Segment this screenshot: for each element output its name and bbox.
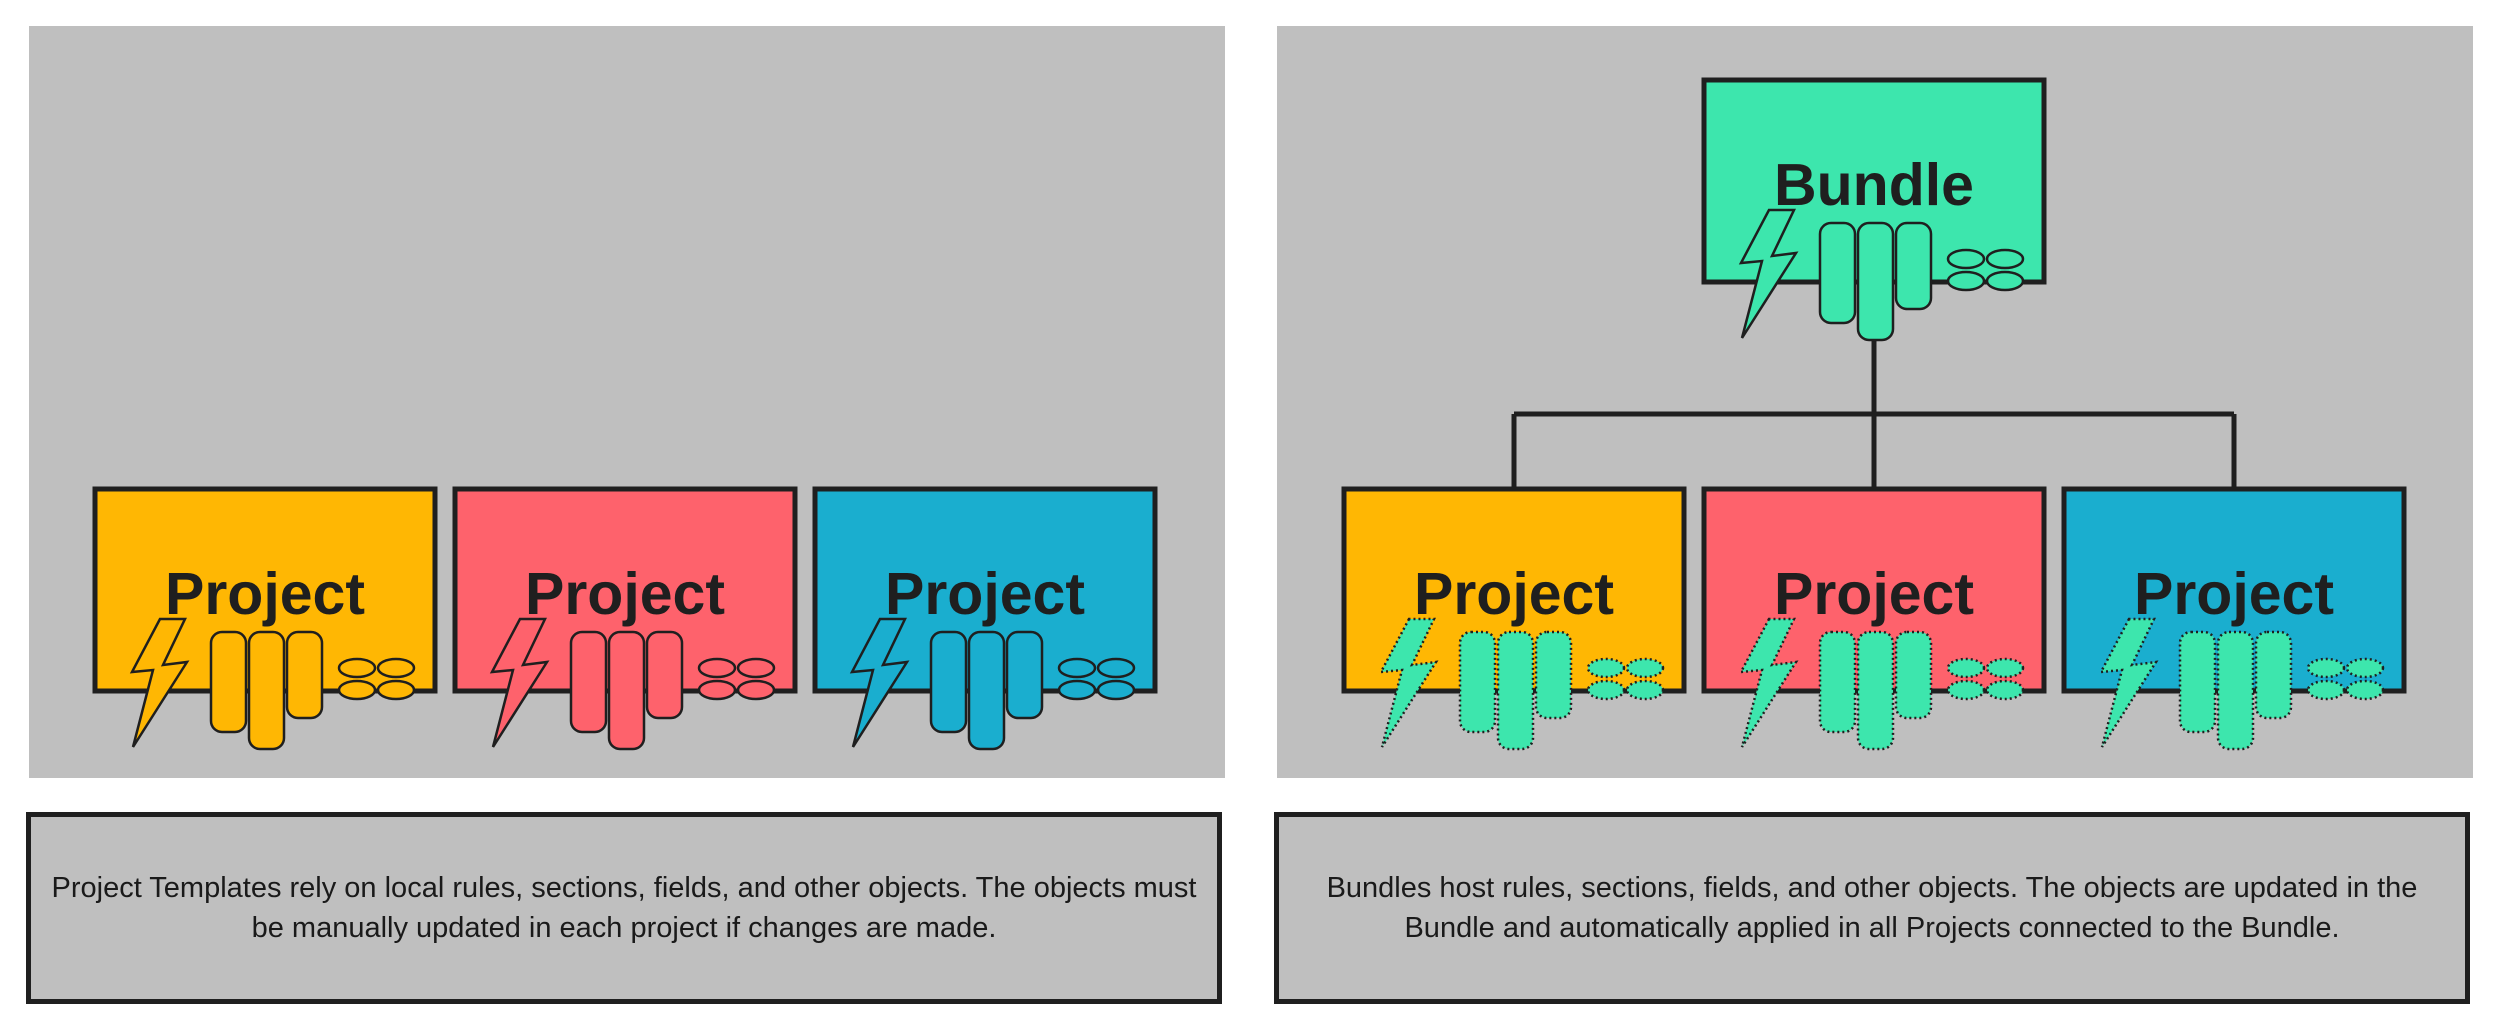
lightning-icon	[1738, 208, 1799, 339]
left-caption-text: Project Templates rely on local rules, s…	[51, 872, 1197, 944]
oval-cluster-icon	[337, 657, 416, 701]
left-project-1-label: Project	[165, 561, 365, 627]
left-project-2-label: Project	[525, 561, 725, 627]
oval-cluster-icon	[2306, 657, 2385, 701]
pill-columns-icon	[1818, 221, 1933, 342]
pill-columns-icon	[569, 630, 684, 751]
left-caption: Project Templates rely on local rules, s…	[26, 812, 1222, 1004]
oval-cluster-icon	[1057, 657, 1136, 701]
lightning-icon	[1378, 617, 1439, 748]
right-project-3-label: Project	[2134, 561, 2334, 627]
pill-columns-icon	[209, 630, 324, 751]
left-project-3-label: Project	[885, 561, 1085, 627]
left-project-2: Project	[452, 486, 798, 751]
bundle-connectors	[1511, 335, 2237, 489]
lightning-icon	[2098, 617, 2159, 748]
oval-cluster-icon	[1946, 657, 2025, 701]
left-project-3: Project	[812, 486, 1158, 751]
oval-cluster-icon	[1946, 248, 2025, 292]
right-projects: Project Project Project	[1341, 486, 2407, 751]
pill-columns-icon	[1818, 630, 1933, 751]
right-project-1: Project	[1341, 486, 1687, 751]
left-projects: Project Project Project	[92, 486, 1158, 751]
pill-columns-icon	[929, 630, 1044, 751]
left-project-1: Project	[92, 486, 438, 751]
oval-cluster-icon	[697, 657, 776, 701]
right-project-3: Project	[2061, 486, 2407, 751]
bundle-label: Bundle	[1774, 152, 1974, 218]
lightning-icon	[129, 617, 190, 748]
right-project-2: Project	[1701, 486, 2047, 751]
lightning-icon	[1738, 617, 1799, 748]
right-caption-text: Bundles host rules, sections, fields, an…	[1326, 872, 2418, 944]
lightning-icon	[849, 617, 910, 748]
right-project-1-label: Project	[1414, 561, 1614, 627]
bundle-node: Bundle	[1701, 77, 2047, 342]
oval-cluster-icon	[1586, 657, 1665, 701]
lightning-icon	[489, 617, 550, 748]
pill-columns-icon	[1458, 630, 1573, 751]
right-project-2-label: Project	[1774, 561, 1974, 627]
pill-columns-icon	[2178, 630, 2293, 751]
bundle: Bundle	[1701, 77, 2047, 342]
right-caption: Bundles host rules, sections, fields, an…	[1274, 812, 2470, 1004]
